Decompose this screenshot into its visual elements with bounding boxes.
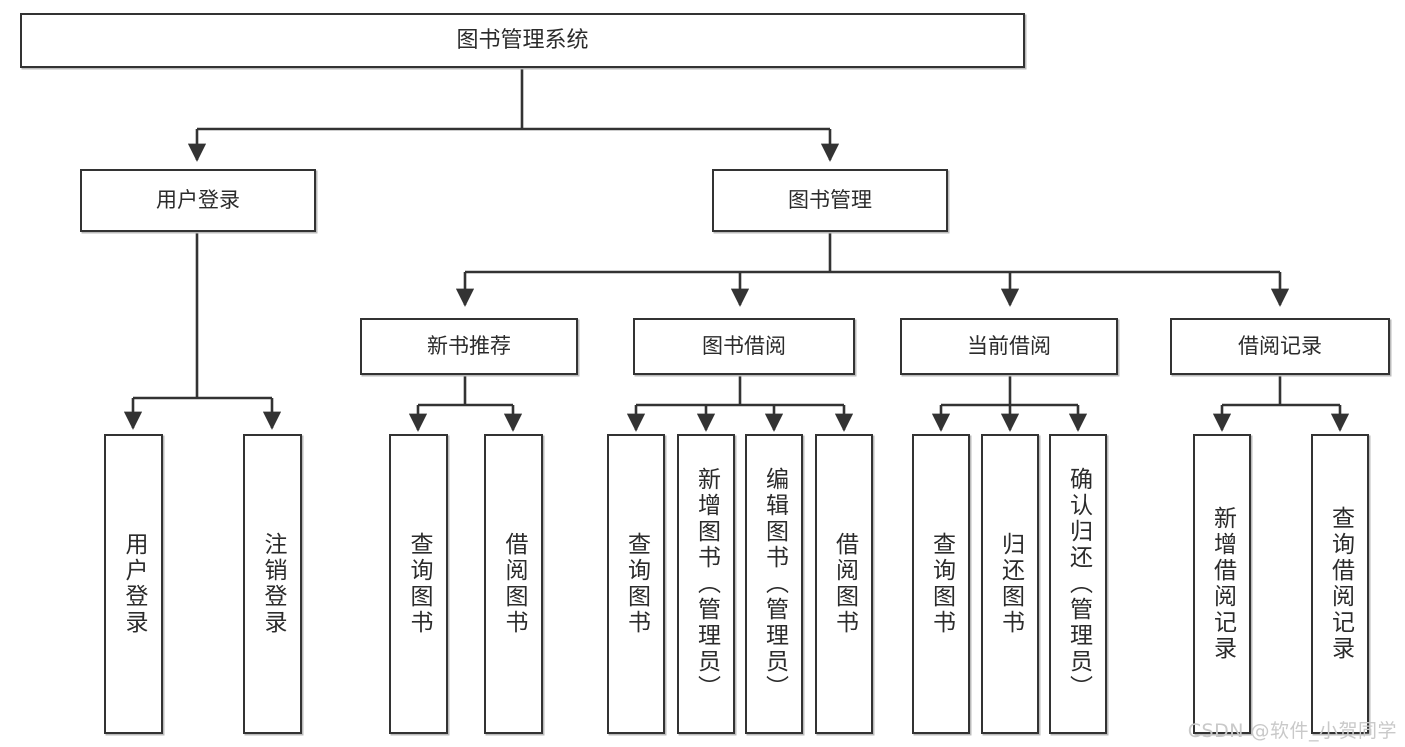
watermark-text: CSDN @软件_小贺同学 [1187, 720, 1397, 742]
node-label: 查询图书 [623, 532, 650, 636]
leaf-current-return-book[interactable]: 归还图书 [981, 434, 1039, 734]
leaf-user-login-logout[interactable]: 注销登录 [243, 434, 302, 734]
node-label: 新书推荐 [427, 334, 511, 359]
node-new-book-recommend[interactable]: 新书推荐 [360, 318, 578, 375]
node-label: 查询图书 [928, 532, 955, 636]
leaf-record-query-record[interactable]: 查询借阅记录 [1311, 434, 1369, 734]
node-label: 确认归还（管理员） [1065, 467, 1092, 701]
node-current-borrow[interactable]: 当前借阅 [900, 318, 1118, 375]
node-label: 借阅记录 [1238, 334, 1322, 359]
node-root-system[interactable]: 图书管理系统 [20, 13, 1025, 68]
leaf-borrow-borrow-book[interactable]: 借阅图书 [815, 434, 873, 734]
leaf-recommend-borrow-book[interactable]: 借阅图书 [484, 434, 543, 734]
node-label: 图书管理系统 [456, 27, 589, 53]
node-label: 归还图书 [997, 532, 1024, 636]
leaf-borrow-edit-book[interactable]: 编辑图书（管理员） [745, 434, 803, 734]
node-label: 新增借阅记录 [1209, 506, 1236, 662]
node-label: 用户登录 [121, 532, 147, 636]
node-book-borrow[interactable]: 图书借阅 [633, 318, 855, 375]
node-label: 注销登录 [260, 532, 286, 636]
node-label: 用户登录 [156, 188, 240, 213]
leaf-current-confirm-return[interactable]: 确认归还（管理员） [1049, 434, 1107, 734]
node-label: 编辑图书（管理员） [761, 467, 788, 701]
node-label: 新增图书（管理员） [693, 467, 720, 701]
leaf-borrow-add-book[interactable]: 新增图书（管理员） [677, 434, 735, 734]
leaf-recommend-query-book[interactable]: 查询图书 [389, 434, 448, 734]
leaf-record-add-record[interactable]: 新增借阅记录 [1193, 434, 1251, 734]
node-label: 图书借阅 [702, 334, 786, 359]
node-borrow-record[interactable]: 借阅记录 [1170, 318, 1390, 375]
node-label: 借阅图书 [831, 532, 858, 636]
node-user-login[interactable]: 用户登录 [80, 169, 316, 232]
node-book-management[interactable]: 图书管理 [712, 169, 948, 232]
leaf-current-query-book[interactable]: 查询图书 [912, 434, 970, 734]
node-label: 查询图书 [406, 532, 432, 636]
leaf-borrow-query-book[interactable]: 查询图书 [607, 434, 665, 734]
node-label: 当前借阅 [967, 334, 1051, 359]
node-label: 借阅图书 [501, 532, 527, 636]
node-label: 图书管理 [788, 188, 872, 213]
node-label: 查询借阅记录 [1327, 506, 1354, 662]
leaf-user-login-login[interactable]: 用户登录 [104, 434, 163, 734]
